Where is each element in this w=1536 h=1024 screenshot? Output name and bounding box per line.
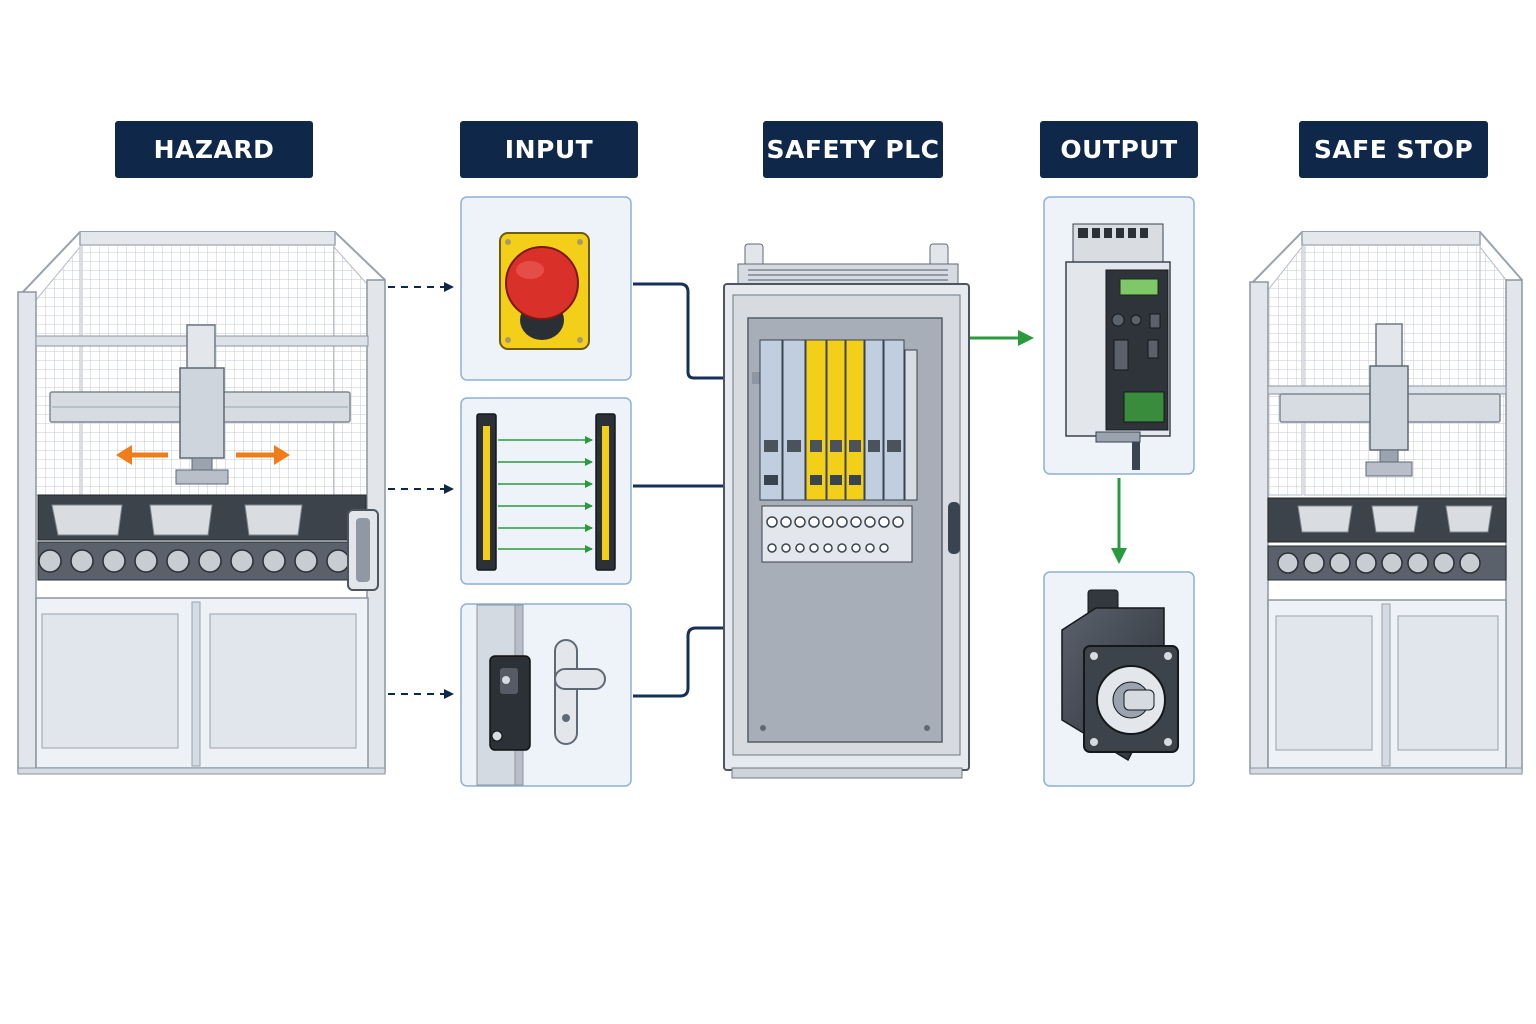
door-interlock-icon [460,603,632,787]
stage-label-safety-plc: SAFETY PLC [763,121,943,178]
servo-drive-icon [1043,196,1195,475]
safety-plc-cabinet [723,243,970,779]
stage-label-safe-stop: SAFE STOP [1299,121,1488,178]
emergency-stop-icon [460,196,632,381]
stage-label-output: OUTPUT [1040,121,1198,178]
robot-cell-moving [17,231,386,775]
robot-cell-stopped [1249,231,1523,775]
door-cable [633,626,748,698]
estop-cable [633,282,748,380]
stage-label-hazard: HAZARD [115,121,313,178]
light-curtain-icon [460,397,632,585]
servo-motor-icon [1043,571,1195,787]
stage-label-input: INPUT [460,121,638,178]
